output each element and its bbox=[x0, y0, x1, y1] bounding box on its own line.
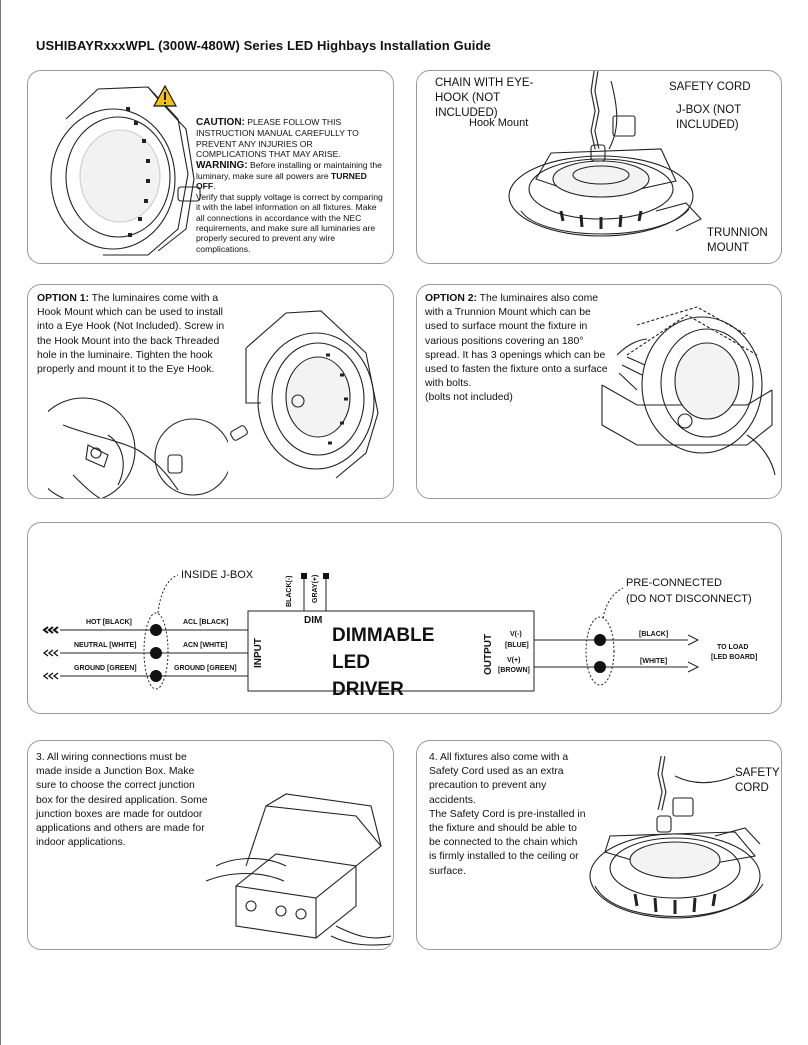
hook-mount-callout: Hook Mount bbox=[469, 117, 529, 129]
inside-jbox-label: INSIDE J-BOX bbox=[181, 569, 254, 581]
junction-box-illustration bbox=[206, 786, 391, 946]
option2-text: OPTION 2: The luminaires also come with … bbox=[425, 292, 613, 406]
output-label: OUTPUT bbox=[483, 633, 494, 675]
trunnion-fixture-illustration bbox=[226, 293, 391, 493]
out-black-label: [BLACK] bbox=[639, 631, 669, 638]
step4-body2: The Safety Cord is pre-installed in the … bbox=[429, 808, 586, 877]
acl-label: ACL [BLACK] bbox=[183, 619, 229, 626]
fixture-side-illustration bbox=[38, 79, 203, 259]
step3-panel: 3. All wiring connections must be made i… bbox=[27, 740, 394, 950]
verify-text: Verify that supply voltage is correct by… bbox=[196, 191, 383, 254]
do-not-disconnect-label: (DO NOT DISCONNECT) bbox=[626, 593, 752, 605]
v-plus-label: V(+) bbox=[507, 657, 521, 664]
turned-off-tail: . bbox=[213, 181, 216, 192]
v-minus-label: V(-) bbox=[510, 631, 522, 638]
caution-text-block: CAUTION: PLEASE FOLLOW THIS INSTRUCTION … bbox=[196, 117, 384, 254]
option2-heading: OPTION 2: bbox=[425, 293, 477, 304]
step3-text: 3. All wiring connections must be made i… bbox=[36, 752, 208, 849]
chain-callout: CHAIN WITH EYE-HOOK (NOT INCLUDED) bbox=[435, 77, 534, 119]
driver-line2: LED bbox=[332, 652, 370, 673]
out-white-label: [WHITE] bbox=[640, 658, 668, 665]
warning-heading: WARNING: bbox=[196, 159, 248, 171]
option1-panel: OPTION 1: The luminaires come with a Hoo… bbox=[27, 284, 394, 499]
turned-off-label: TURNED OFF bbox=[196, 171, 367, 192]
input-label: INPUT bbox=[253, 638, 264, 668]
safety-cord-fixture-illustration bbox=[585, 756, 775, 946]
option2-body: The luminaires also come with a Trunnion… bbox=[425, 293, 608, 390]
acn-label: ACN [WHITE] bbox=[183, 642, 228, 649]
warning-triangle-icon bbox=[153, 85, 177, 107]
step4-safety-cord-callout: SAFETY CORD bbox=[735, 767, 780, 794]
trunnion-rotation-illustration bbox=[597, 295, 779, 490]
caution-heading-text: PLEASE FOLLOW THIS INSTRUCTION MANUAL CA… bbox=[196, 117, 359, 160]
mount-overview-panel: CHAIN WITH EYE-HOOK (NOT INCLUDED) Hook … bbox=[416, 70, 782, 264]
option2-note: (bolts not included) bbox=[425, 392, 513, 404]
step4-body: 4. All fixtures also come with a Safety … bbox=[429, 752, 569, 806]
option1-heading: OPTION 1: bbox=[37, 293, 89, 304]
wiring-diagram-lines bbox=[42, 573, 700, 692]
page-left-edge bbox=[0, 0, 1, 1045]
gray-plus-label: GRAY(+) bbox=[312, 574, 319, 603]
led-board-label: [LED BOARD] bbox=[711, 654, 758, 661]
option2-panel: OPTION 2: The luminaires also come with … bbox=[416, 284, 782, 499]
dim-label: DIM bbox=[304, 615, 323, 626]
driver-line3: DRIVER bbox=[332, 679, 404, 700]
hung-fixture-illustration bbox=[501, 71, 711, 261]
driver-line1: DIMMABLE bbox=[332, 625, 435, 646]
page-title: USHIBAYRxxxWPL (300W-480W) Series LED Hi… bbox=[36, 38, 491, 53]
v-plus-color-label: [BROWN] bbox=[498, 667, 530, 674]
safety-cord-callout: SAFETY CORD bbox=[669, 81, 751, 93]
wiring-panel: INSIDE J-BOX PRE-CONNECTED (DO NOT DISCO… bbox=[27, 522, 782, 714]
step4-panel: 4. All fixtures also come with a Safety … bbox=[416, 740, 782, 950]
ground-in-label: GROUND [GREEN] bbox=[174, 665, 237, 672]
to-load-label: TO LOAD bbox=[717, 644, 749, 651]
hook-mount-closeup-illustration bbox=[48, 395, 228, 498]
jbox-callout: J-BOX (NOT INCLUDED) bbox=[676, 104, 741, 131]
step4-text: 4. All fixtures also come with a Safety … bbox=[429, 751, 587, 879]
neutral-wire-label: NEUTRAL [WHITE] bbox=[74, 642, 137, 649]
caution-panel: CAUTION: PLEASE FOLLOW THIS INSTRUCTION … bbox=[27, 70, 394, 264]
black-minus-label: BLACK(-) bbox=[286, 575, 293, 608]
pre-connected-label: PRE-CONNECTED bbox=[626, 577, 722, 589]
hot-wire-label: HOT [BLACK] bbox=[86, 619, 132, 626]
caution-heading: CAUTION: bbox=[196, 117, 245, 128]
warning-text: Before installing or maintaining the lum… bbox=[196, 159, 382, 182]
option1-body: The luminaires come with a Hook Mount wh… bbox=[37, 293, 225, 376]
v-minus-color-label: [BLUE] bbox=[505, 642, 529, 649]
trunnion-callout: TRUNNION MOUNT bbox=[707, 227, 768, 254]
ground-wire-label: GROUND [GREEN] bbox=[74, 665, 137, 672]
option1-text: OPTION 1: The luminaires come with a Hoo… bbox=[37, 292, 237, 377]
